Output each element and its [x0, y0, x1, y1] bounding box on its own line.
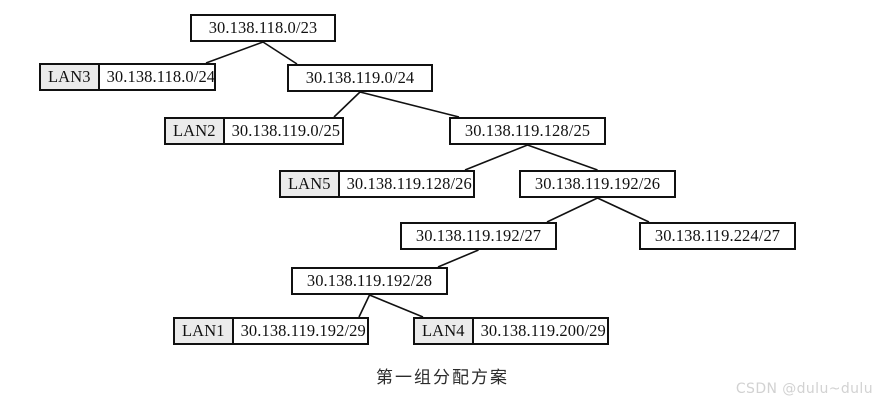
cidr-label: 30.138.119.0/24 — [305, 67, 415, 87]
diagram-caption: 第一组分配方案 — [376, 368, 509, 388]
cidr-label: 30.138.119.192/27 — [415, 225, 542, 245]
tree-edge — [333, 91, 361, 118]
subnet-node: 30.138.119.192/27 — [400, 222, 557, 250]
lan-label: LAN5 — [281, 172, 340, 196]
lan-label: LAN2 — [166, 119, 225, 143]
cidr-label: 30.138.119.192/29 — [240, 320, 366, 340]
cidr-label: 30.138.119.224/27 — [654, 225, 781, 245]
lan-label: LAN4 — [415, 319, 474, 343]
cidr-label: 30.138.119.0/25 — [231, 120, 341, 140]
cidr-label: 30.138.119.128/25 — [464, 120, 591, 140]
subnet-node: 30.138.119.128/25 — [449, 117, 606, 145]
tree-edge — [262, 41, 298, 65]
subnet-node-lan5: LAN5 30.138.119.128/26 — [279, 170, 475, 198]
subnet-node-lan2: LAN2 30.138.119.0/25 — [164, 117, 344, 145]
cidr-label: 30.138.119.192/26 — [534, 173, 661, 193]
tree-edge — [359, 91, 460, 118]
subnet-node-lan1: LAN1 30.138.119.192/29 — [173, 317, 369, 345]
watermark-label: CSDN @dulu~dulu — [735, 381, 873, 397]
cidr-label: 30.138.118.0/24 — [106, 66, 216, 86]
subnet-node-lan3: LAN3 30.138.118.0/24 — [39, 63, 216, 91]
lan-label: LAN3 — [41, 65, 100, 89]
tree-edge — [546, 197, 598, 223]
tree-edge — [358, 294, 371, 318]
subnet-node: 30.138.119.192/26 — [519, 170, 676, 198]
subnet-node: 30.138.118.0/23 — [190, 14, 336, 42]
cidr-label: 30.138.119.128/26 — [346, 173, 472, 193]
tree-edge — [205, 41, 264, 64]
lan-label: LAN1 — [175, 319, 234, 343]
tree-edge — [527, 144, 598, 171]
cidr-label: 30.138.118.0/23 — [208, 17, 318, 37]
tree-edge — [437, 249, 479, 268]
tree-edge — [369, 294, 424, 318]
tree-edge — [597, 197, 650, 223]
cidr-label: 30.138.119.200/29 — [480, 320, 606, 340]
subnet-node: 30.138.119.192/28 — [291, 267, 448, 295]
subnet-node: 30.138.119.0/24 — [287, 64, 433, 92]
subnet-node: 30.138.119.224/27 — [639, 222, 796, 250]
tree-edge — [464, 144, 528, 171]
cidr-label: 30.138.119.192/28 — [306, 270, 433, 290]
subnet-node-lan4: LAN4 30.138.119.200/29 — [413, 317, 609, 345]
